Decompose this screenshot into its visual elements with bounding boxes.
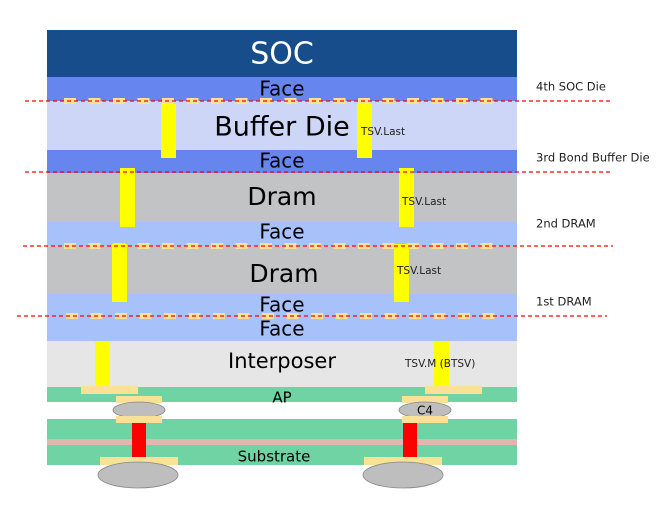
soc-label: SOC (250, 37, 314, 72)
micro-bump-pad (360, 313, 372, 319)
micro-bump-pad (213, 313, 225, 319)
tsv-dram1-right (399, 168, 414, 227)
micro-bump-pad (64, 243, 76, 249)
substrate-via-left (132, 423, 146, 457)
bga-pad-left (100, 457, 178, 465)
dram-label-2: Dram (249, 259, 318, 288)
micro-bump-pad (137, 98, 150, 104)
ap-layer (47, 387, 517, 402)
micro-bump-pad (358, 243, 370, 249)
c4-label: C4 (417, 404, 433, 418)
bga-ball-left (97, 461, 179, 489)
micro-bump-pad (458, 313, 470, 319)
tsv-dram2-left (112, 244, 127, 302)
dram-label-1: Dram (247, 182, 316, 211)
face-label-2: Face (259, 149, 304, 173)
face-label-1: Face (259, 77, 304, 101)
micro-bump-pad (88, 98, 101, 104)
tsv-interposer-left (95, 341, 110, 387)
side-label-soc-die: 4th SOC Die (536, 80, 606, 94)
side-label-buffer-die: 3rd Bond Buffer Die (536, 151, 650, 165)
tsv-dram1-left (120, 168, 135, 227)
micro-bump-pad (311, 313, 323, 319)
tsv-dram2-right (394, 244, 409, 302)
micro-bump-pad (409, 313, 421, 319)
micro-bump-pad (382, 98, 395, 104)
c4-bottom-pad-left (116, 416, 162, 423)
micro-bump-pad (235, 98, 248, 104)
face-layer-1 (47, 77, 517, 101)
micro-bump-pad (164, 313, 176, 319)
bga-ball-right (362, 461, 444, 489)
substrate-top (47, 419, 517, 439)
side-label-dram1: 1st DRAM (536, 295, 592, 309)
tsv-buffer-left (161, 104, 176, 158)
interposer-pad-left (81, 386, 138, 394)
ap-label: AP (272, 389, 291, 407)
micro-bump-pad (456, 243, 468, 249)
c4-top-pad-left (116, 396, 162, 403)
micro-bump-pad (284, 98, 297, 104)
side-label-dram2: 2nd DRAM (536, 217, 596, 231)
face-label-4: Face (259, 293, 304, 317)
substrate-label: Substrate (238, 448, 311, 466)
micro-bump-pad (407, 243, 419, 249)
face-label-5: Face (259, 317, 304, 341)
tsv-label-dram-lower: TSV.Last (396, 265, 441, 277)
micro-bump-pad (309, 243, 321, 249)
buffer-die-layer (47, 101, 517, 150)
c4-top-pad-right (402, 396, 448, 403)
face-layer-5 (47, 318, 517, 341)
tsv-label-dram-upper: TSV.Last (401, 196, 446, 208)
tsv-interposer-right (434, 341, 449, 387)
tsv-label-buffer: TSV.Last (360, 126, 405, 138)
micro-bump-pad (66, 313, 78, 319)
substrate-core (47, 439, 517, 445)
micro-bump-pad (333, 98, 346, 104)
interposer-label: Interposer (228, 349, 336, 373)
face-layer-3 (47, 222, 517, 245)
interposer-pad-right (425, 386, 482, 394)
micro-bump-pad (211, 243, 223, 249)
soc-layer (47, 30, 517, 77)
buffer-die-label: Buffer Die (214, 112, 349, 143)
micro-bump-pad (431, 98, 444, 104)
face-label-3: Face (259, 220, 304, 244)
tsv-label-interposer: TSV.M (BTSV) (404, 358, 475, 370)
micro-bump-pad (115, 313, 127, 319)
micro-bump-pad (162, 243, 174, 249)
c4-bottom-pad-right (402, 416, 448, 423)
c4-bump-left (112, 401, 166, 419)
substrate-via-right (403, 423, 417, 457)
micro-bump-pad (186, 98, 199, 104)
micro-bump-pad (480, 98, 493, 104)
bga-pad-right (364, 457, 442, 465)
micro-bump-pad (262, 313, 274, 319)
micro-bump-pad (260, 243, 272, 249)
tsv-buffer-right (357, 104, 372, 158)
